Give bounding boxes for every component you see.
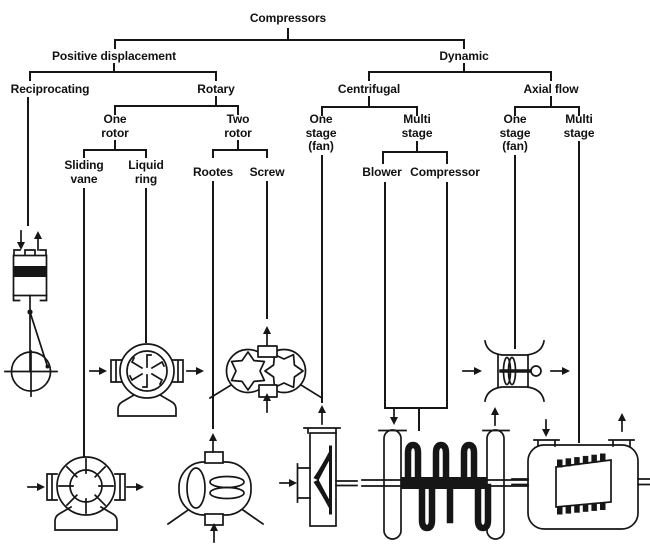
shaft (335, 480, 358, 487)
tree-connector-lines (29, 28, 580, 164)
axial-multistage-illustration (511, 413, 650, 530)
tree-node-ax-one-stage: One stage (fan) (499, 112, 531, 154)
tree-node-cf-multi-stage: Multi stage (401, 112, 433, 140)
inlet-port (296, 463, 311, 503)
reciprocating-compressor-illustration (4, 230, 58, 397)
tree-node-rotary: Rotary (197, 82, 235, 96)
tree-node-centrifugal: Centrifugal (337, 82, 401, 96)
shaft (511, 478, 650, 486)
axial-fan-illustration (462, 340, 570, 402)
legs (208, 383, 324, 400)
blade-rows (557, 453, 606, 515)
tree-node-one-rotor: One rotor (101, 112, 129, 140)
valve-glyphs (13, 249, 47, 256)
right-port (114, 473, 126, 501)
tree-node-screw: Screw (249, 165, 285, 179)
centrifugal-fan-illustration (279, 405, 358, 527)
liquid-ring-compressor-illustration (89, 343, 204, 417)
twin-rotor-casing-illustration (166, 433, 265, 543)
tree-node-compressors: Compressors (249, 11, 327, 25)
ports (533, 439, 635, 447)
tree-node-positive-displacement: Positive displacement (52, 49, 176, 63)
tree-node-blower: Blower (362, 165, 402, 179)
centrifugal-multistage-illustration (361, 407, 529, 540)
lower-duct (484, 386, 545, 402)
tree-node-compressor: Compressor (410, 165, 480, 179)
tree-node-dynamic: Dynamic (439, 49, 489, 63)
tree-node-reciprocating: Reciprocating (10, 82, 90, 96)
tree-node-rootes: Rootes (192, 165, 234, 179)
left-port (110, 359, 122, 383)
tree-node-cf-one-stage: One stage (fan) (305, 112, 337, 154)
tree-node-axial-flow: Axial flow (523, 82, 579, 96)
legs (166, 508, 265, 526)
sliding-vane-compressor-illustration (27, 456, 144, 531)
upper-duct (484, 340, 545, 356)
vanes (128, 354, 166, 388)
pedestal (117, 393, 177, 417)
impeller-loops (404, 441, 492, 532)
vanes (58, 458, 114, 514)
tree-node-two-rotor: Two rotor (224, 112, 252, 140)
left-rotor (230, 351, 266, 391)
leader-lines (27, 97, 580, 457)
lobed-rotor-compressor-illustration (208, 326, 324, 413)
tree-node-ax-multi-stage: Multi stage (563, 112, 595, 140)
tree-node-sliding-vane: Sliding vane (64, 158, 104, 186)
tree-node-liquid-ring: Liquid ring (128, 158, 164, 186)
pedestal (54, 505, 118, 531)
right-port (172, 359, 184, 383)
left-port (46, 473, 58, 501)
